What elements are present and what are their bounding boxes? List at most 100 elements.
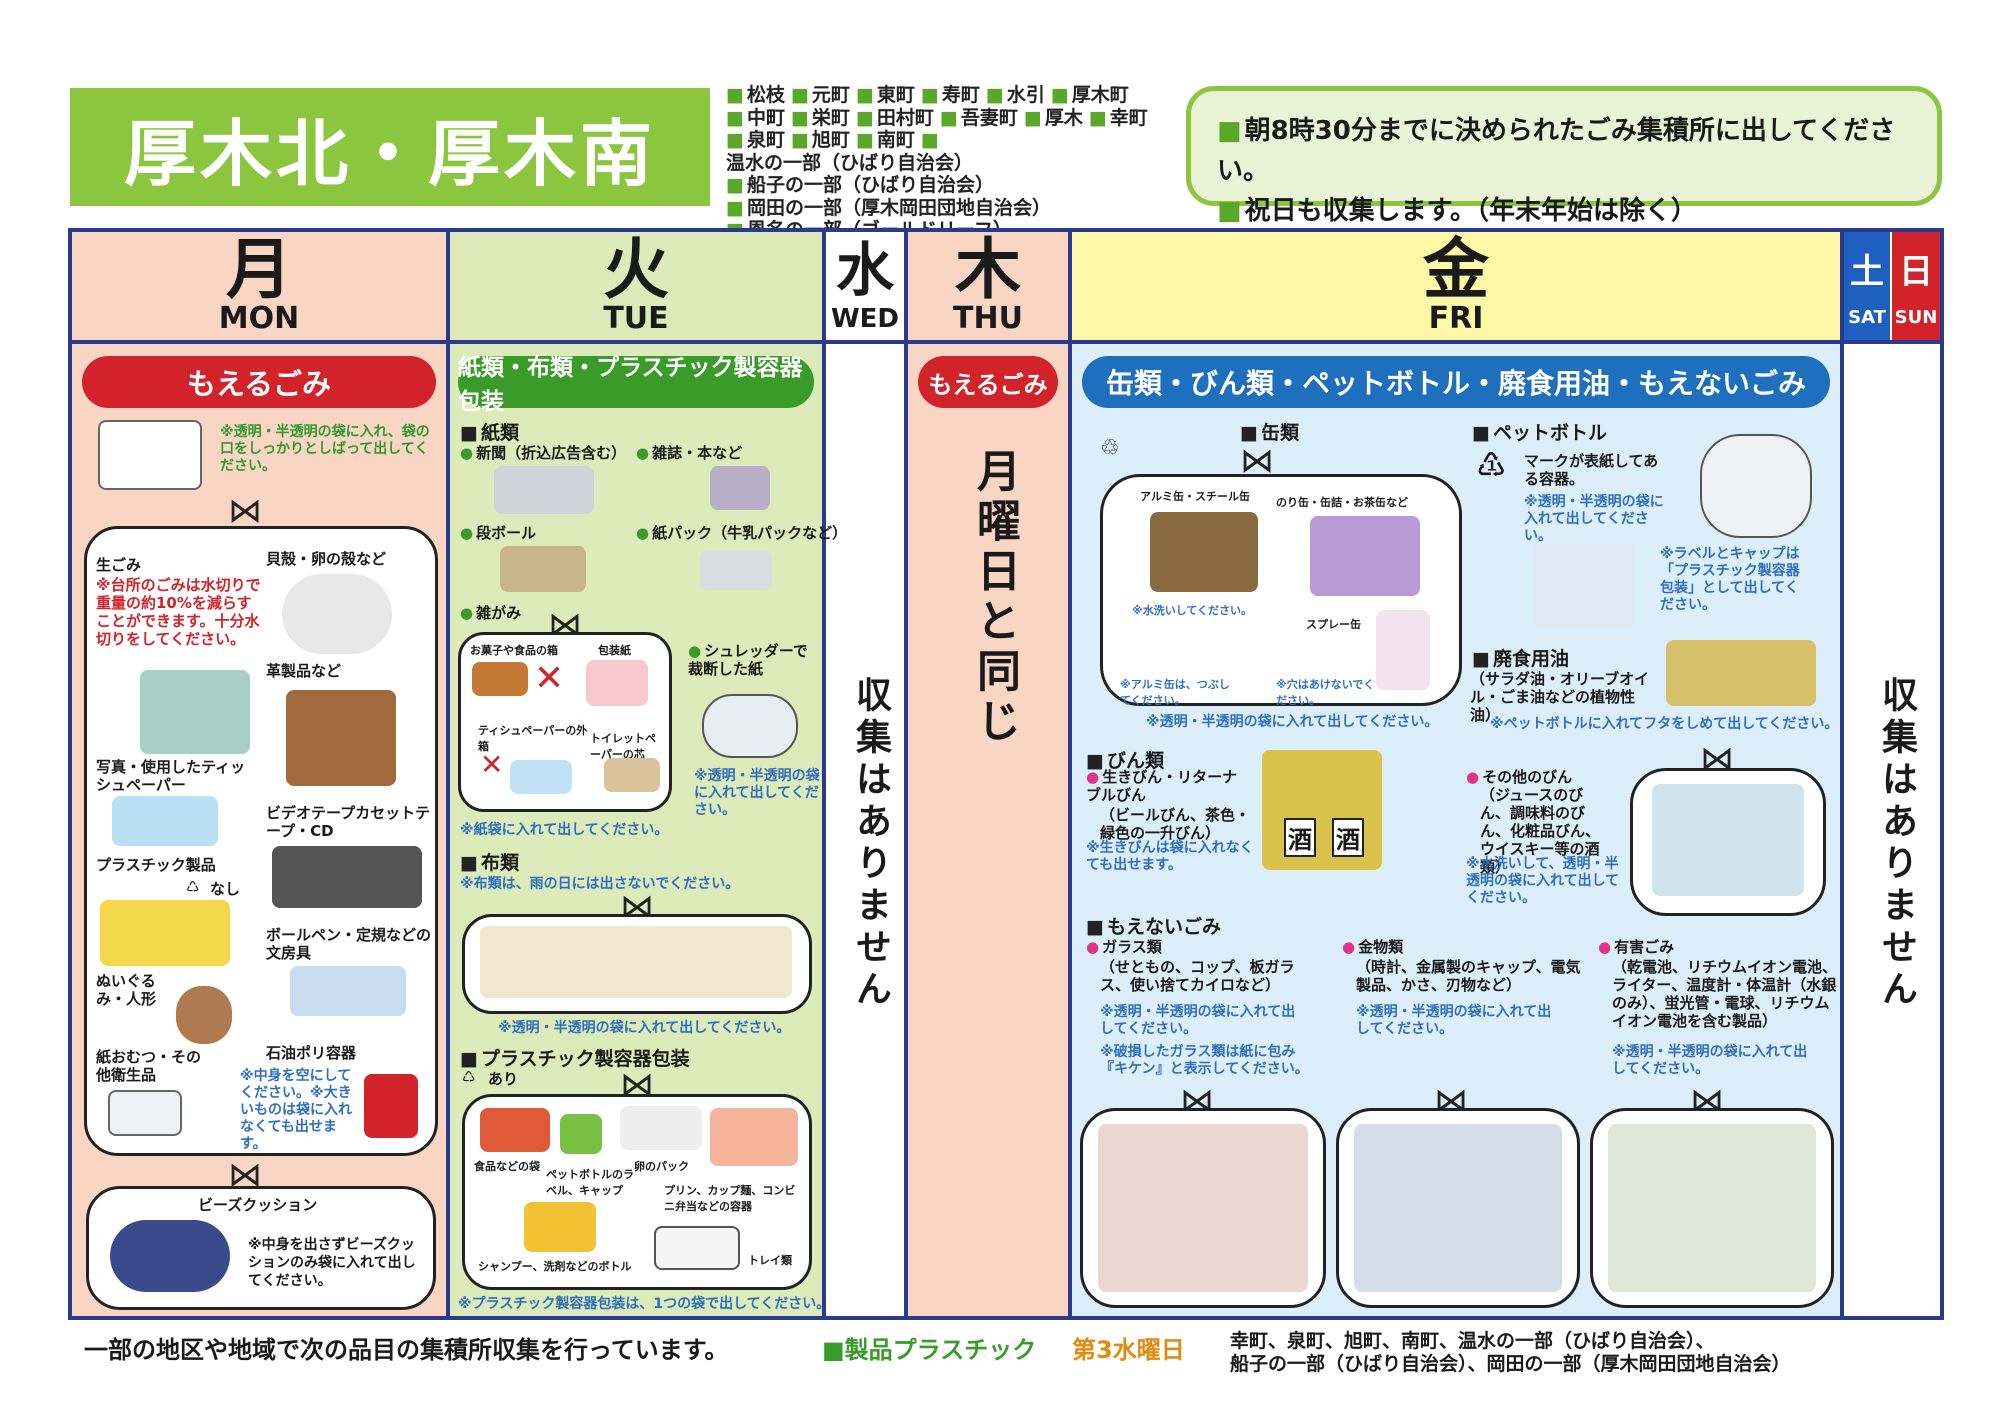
item-label: 紙おむつ・その他衛生品 (96, 1048, 202, 1084)
day-english: FRI (1428, 301, 1484, 336)
no-collection-weekend: 収集はありません (1876, 676, 1917, 1012)
area-name: 東町 (856, 84, 915, 106)
area-name: 寿町 (921, 84, 980, 106)
area-name: 元町 (791, 84, 850, 106)
burnable-pill-thursday: もえるごみ (918, 356, 1058, 408)
day-kanji: 水 (835, 236, 894, 304)
same-as-monday: 月曜日と同じ (969, 448, 1020, 748)
area-name: 泉町 (726, 129, 785, 151)
item-label: プラスチック製品 (96, 856, 216, 874)
day-english: SUN (1894, 307, 1938, 328)
item-label: 包装紙 (598, 644, 631, 657)
namagomi-note: ※台所のごみは水切りで重量の約10%を減らすことができます。十分水切りをしてくだ… (96, 576, 261, 648)
wrapping-paper-illustration (586, 660, 648, 706)
thursday-column (908, 232, 1068, 1316)
friday-header: 金 FRI (1072, 232, 1840, 340)
area-name: 岡田の一部（厚木岡田団地自治会） (726, 197, 1051, 219)
plastic-mark-icon: ♺ (462, 1068, 476, 1086)
item-label: 雑誌・本など (636, 444, 742, 462)
area-name: 吾妻町 (940, 107, 1018, 129)
cloth-note: ※布類は、雨の日には出さないでください。 (460, 876, 740, 892)
glass-items-illustration (1098, 1124, 1308, 1292)
saturday-header-bg (1844, 232, 1890, 340)
item-label: 革製品など (266, 662, 342, 680)
item-label: アルミ缶・スチール缶 (1140, 490, 1250, 503)
cloth-bag-note: ※透明・半透明の袋に入れて出してください。 (498, 1020, 791, 1036)
food-bag-illustration (480, 1108, 550, 1152)
beads-cushion-illustration (110, 1220, 230, 1292)
cup-container-illustration (710, 1108, 798, 1166)
day-english: WED (830, 304, 900, 334)
notice-box: 朝8時30分までに決められたごみ集積所に出してください。 祝日も収集します。（年… (1186, 86, 1942, 226)
food-can-illustration (1310, 516, 1420, 596)
footer-lead: 一部の地区や地域で次の品目の集積所収集を行っています。 (84, 1336, 729, 1364)
footer-day: 第3水曜日 (1072, 1336, 1185, 1364)
item-label: 食品などの袋 (474, 1160, 540, 1173)
area-name: 南町 (856, 129, 915, 151)
tuesday-header: 火 TUE (450, 232, 822, 340)
beads-note: ※中身を出さずビーズクッションのみ袋に入れて出してください。 (248, 1237, 416, 1289)
day-english: MON (218, 301, 300, 336)
teddy-bear-illustration (176, 986, 232, 1044)
item-label: 生きびん・リターナブルびん (1086, 768, 1252, 804)
area-row: 中町栄町田村町吾妻町厚木幸町 (726, 107, 1186, 130)
area-list: 松枝元町東町寿町水引厚木町 中町栄町田村町吾妻町厚木幸町 泉町旭町南町温水の一部… (726, 84, 1186, 242)
bin-other-description: （ジュースのびん、調味料のびん、化粧品びん、ウイスキー等の酒類） (1480, 786, 1601, 876)
item-label: 金物類 (1342, 938, 1403, 956)
nonburnable-pill: 缶類・びん類・ペットボトル・廃食用油・もえないごみ (1082, 356, 1830, 408)
monday-header: 月 MON (72, 232, 446, 340)
area-name: 水引 (986, 84, 1045, 106)
recyclables-pill: 紙類・布類・プラスチック製容器包装 (458, 355, 814, 415)
item-label: ペットボトルのラベル、キャップ (546, 1168, 634, 1197)
videotape-illustration (272, 846, 422, 908)
area-row: 松枝元町東町寿町水引厚木町 (726, 84, 1186, 107)
area-name: 中町 (726, 107, 785, 129)
hazard-description: （乾電池、リチウムイオン電池、ライター、温度計・体温計（水銀のみ）、蛍光管・電球… (1612, 958, 1838, 1030)
oil-tank-illustration (364, 1074, 418, 1138)
section-heading: びん類 (1086, 746, 1164, 773)
footer-area-line: 幸町、泉町、旭町、南町、温水の一部（ひばり自治会）、 (1230, 1330, 1715, 1352)
item-label: ティシュペーパーの外箱 (478, 724, 588, 753)
area-name: 厚木町 (1051, 84, 1129, 106)
area-name: 旭町 (791, 129, 850, 151)
thursday-header: 木 THU (908, 232, 1068, 340)
item-label: 有害ごみ (1598, 938, 1674, 956)
pet-label-note: ※ラベルとキャップは「プラスチック製容器包装」として出してください。 (1660, 546, 1800, 613)
clothes-illustration (480, 926, 792, 998)
no-collection-wednesday: 収集はありません (850, 676, 891, 1012)
item-label: ビーズクッション (198, 1196, 318, 1214)
bin-reuse-note: ※生きびんは袋に入れなくても出せます。 (1086, 840, 1254, 873)
section-heading: 缶類 (1240, 418, 1299, 445)
tray-illustration (654, 1226, 740, 1270)
footer-areas: 幸町、泉町、旭町、南町、温水の一部（ひばり自治会）、 船子の一部（ひばり自治会）… (1230, 1330, 1791, 1376)
item-label: 新聞（折込広告含む） (460, 444, 626, 462)
wednesday-column (826, 232, 904, 1316)
oil-note: ※ペットボトルに入れてフタをしめて出してください。 (1490, 716, 1839, 732)
notice-line: 朝8時30分までに決められたごみ集積所に出してください。 (1217, 111, 1911, 191)
sunday-header-bg (1892, 232, 1940, 340)
plastic-mark-icon: ♺ (186, 878, 200, 896)
pet-bottle-illustration (1534, 544, 1634, 628)
alu-note: ※アルミ缶は、つぶしてください。 (1120, 678, 1230, 707)
day-kanji: 火 (603, 231, 669, 308)
area-row: 泉町旭町南町温水の一部（ひばり自治会） (726, 129, 1186, 174)
sake-bottle-illustration (1262, 750, 1382, 870)
item-label: スプレー缶 (1306, 618, 1361, 631)
wednesday-header: 水 WED (826, 232, 904, 340)
monday-header-bg (72, 232, 446, 340)
item-label: その他のびん (1466, 768, 1572, 786)
glass-note: ※透明・半透明の袋に入れて出してください。 (1100, 1004, 1296, 1037)
bow-icon: ⋈ (228, 491, 262, 531)
day-kanji: 月 (226, 231, 292, 308)
tuesday-header-bg (450, 232, 822, 340)
item-label: お菓子や食品の箱 (470, 644, 558, 657)
magazine-illustration (710, 466, 770, 510)
glass-description: （せともの、コップ、板ガラス、使い捨てカイロなど） (1100, 958, 1295, 994)
item-label: ビデオテープカセットテープ・CD (266, 804, 431, 840)
cross-icon: ✕ (534, 658, 565, 699)
burnable-pill: もえるごみ (82, 356, 436, 408)
day-english: SAT (1848, 307, 1886, 328)
item-label: トレイ類 (748, 1254, 792, 1267)
sake-label: 酒 (1284, 818, 1316, 857)
item-label: 段ボール (460, 524, 536, 542)
